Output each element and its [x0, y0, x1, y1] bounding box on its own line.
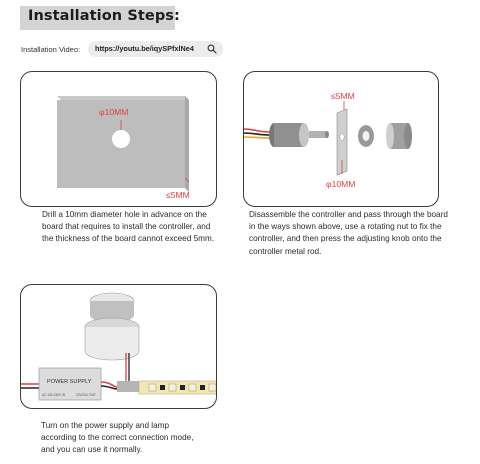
board-drilling-illustration: φ10MM ≤5MM [57, 96, 190, 200]
wire-yellow [244, 136, 271, 139]
step-2-illustration-panel: ≤5MM φ10MM [243, 71, 439, 207]
step-2-caption: Disassemble the controller and pass thro… [249, 210, 448, 256]
power-input-label: AC 100-240V IN [42, 393, 66, 397]
video-label: Installation Video: [21, 45, 81, 54]
step-1-caption: Drill a 10mm diameter hole in advance on… [42, 210, 215, 244]
controller-assembly-illustration: ≤5MM φ10MM [244, 91, 412, 189]
hole-diameter-label: φ10MM [99, 107, 128, 117]
hole-diameter-label: φ10MM [326, 179, 355, 189]
step-3-caption: Turn on the power supply and lamp accord… [41, 421, 194, 455]
led-strip [138, 380, 216, 395]
led-chips [148, 383, 216, 392]
output-wire-black [100, 385, 118, 390]
controller-shaft [309, 131, 327, 138]
wire-black [244, 132, 271, 136]
board-top-edge [57, 96, 189, 100]
shaft-tip [325, 131, 329, 138]
connection-illustration: POWER SUPPLY AC 100-240V IN 12V/24V OUT [21, 292, 216, 401]
controller-connector [117, 381, 139, 392]
board-thickness-label: ≤5MM [166, 190, 190, 200]
wire-red [244, 128, 271, 133]
knob-back [404, 123, 412, 149]
step-3-illustration-panel: POWER SUPPLY AC 100-240V IN 12V/24V OUT [20, 284, 217, 409]
video-url-text[interactable]: https://youtu.be/iqySPfxlNe4 [95, 44, 194, 53]
board-hole [339, 133, 345, 141]
board-plate [336, 108, 348, 176]
board-thickness-label: ≤5MM [331, 91, 355, 101]
adjusting-knob [390, 123, 408, 149]
drilled-hole [112, 130, 130, 148]
board-side-edge [185, 96, 189, 192]
controller-body [84, 327, 140, 361]
video-url-field[interactable]: https://youtu.be/iqySPfxlNe4 [88, 41, 223, 57]
thickness-marker [184, 177, 190, 183]
page-title: Installation Steps: [28, 8, 180, 24]
controller-front [299, 123, 309, 147]
search-icon[interactable] [207, 44, 217, 54]
knob-face [386, 123, 394, 149]
power-output-label: 12V/24V OUT [76, 393, 96, 397]
output-wire-red [100, 381, 118, 388]
nut-center [362, 131, 370, 141]
header-bar: Installation Steps: [20, 6, 180, 30]
power-supply-label: POWER SUPPLY [47, 379, 92, 385]
knob-body [90, 301, 134, 323]
step-1-illustration-panel: φ10MM ≤5MM [20, 71, 217, 207]
power-supply [38, 367, 102, 401]
